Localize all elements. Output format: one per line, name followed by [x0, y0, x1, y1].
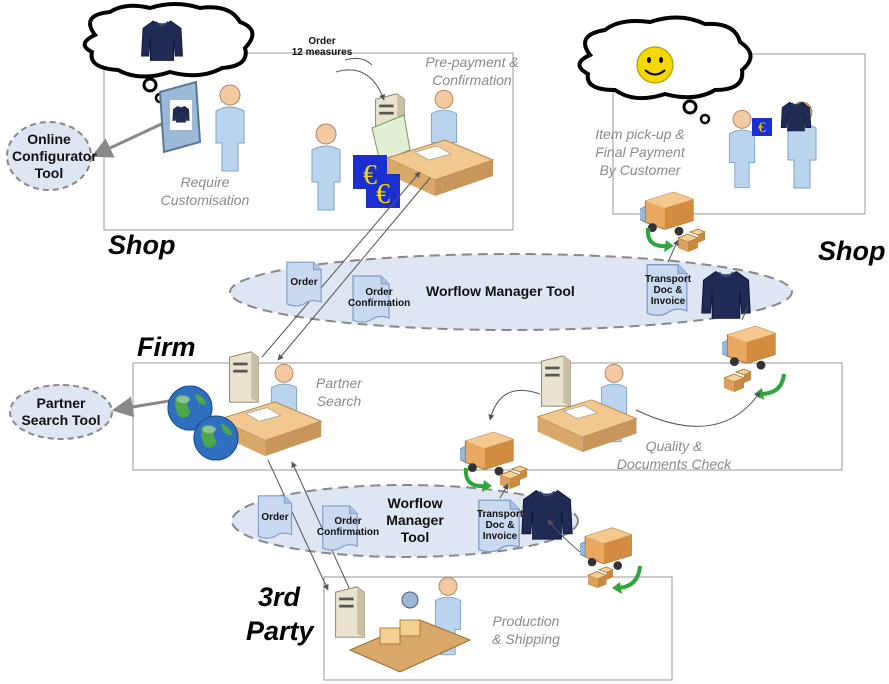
online-configurator-tool: Online Configurator Tool	[12, 131, 97, 182]
caption-require-line1: Require	[180, 174, 230, 190]
doc-order-bottom: Order	[261, 512, 289, 523]
lane-title-shop-left: Shop	[108, 230, 176, 260]
workflow-bottom-line3: Tool	[400, 529, 430, 545]
caption-pickup-line2: Final Payment	[595, 144, 685, 160]
doc-ocf-bottom-line2: Confirmation	[316, 527, 380, 538]
caption-partner-line2: Search	[316, 393, 362, 409]
online-configurator-line3: Tool	[34, 165, 64, 181]
doc-order-measures-line2: 12 measures	[291, 47, 353, 58]
doc-transport-bottom-line3: Invoice	[482, 531, 518, 542]
partner-search-tool-line1: Partner	[36, 395, 86, 411]
caption-production-line2: & Shipping	[492, 631, 560, 647]
caption-partner-line1: Partner	[316, 375, 362, 391]
caption-quality-line1: Quality &	[645, 438, 703, 454]
doc-ocf-top-line1: Order	[365, 287, 393, 298]
doc-ocf-bottom-line1: Order	[334, 516, 362, 527]
svg-text:€: €	[758, 120, 766, 136]
doc-transport-bottom: Transport Doc & Invoice	[470, 509, 530, 542]
caption-require: Require Customisation	[150, 173, 260, 209]
doc-transport-top-line2: Doc &	[653, 285, 683, 296]
doc-order-confirmation-top: Order Confirmation	[348, 287, 410, 309]
doc-transport-top: Transport Doc & Invoice	[638, 274, 698, 307]
caption-require-line2: Customisation	[160, 192, 250, 208]
svg-text:€: €	[376, 179, 390, 210]
caption-pickup-line3: By Customer	[599, 162, 681, 178]
doc-transport-bottom-line1: Transport	[476, 509, 524, 520]
caption-production-line1: Production	[492, 613, 560, 629]
lane-title-firm: Firm	[137, 332, 196, 362]
caption-prepayment-line2: Confirmation	[432, 72, 512, 88]
svg-text:€: €	[363, 160, 377, 191]
caption-quality-line2: Documents Check	[616, 456, 732, 472]
doc-order-confirmation-bottom: Order Confirmation	[316, 516, 380, 538]
doc-transport-top-line1: Transport	[644, 274, 692, 285]
online-configurator-line1: Online	[27, 131, 71, 147]
caption-partner-search: Partner Search	[302, 374, 376, 410]
caption-production: Production & Shipping	[476, 612, 576, 648]
doc-order-measures-line1: Order	[308, 36, 336, 47]
doc-transport-top-line3: Invoice	[650, 296, 686, 307]
lane-title-party: Party	[246, 616, 314, 646]
workflow-bottom-line1: Worflow	[387, 495, 443, 511]
caption-quality: Quality & Documents Check	[600, 437, 748, 473]
workflow-bottom-line2: Manager	[386, 512, 444, 528]
doc-order-top: Order	[290, 277, 318, 288]
lane-title-3rd: 3rd	[258, 582, 301, 612]
doc-order-measures: Order 12 measures	[282, 36, 362, 58]
caption-pickup-line1: Item pick-up &	[595, 126, 685, 142]
partner-search-tool: Partner Search Tool	[14, 395, 108, 429]
online-configurator-line2: Configurator	[12, 148, 97, 164]
workflow-manager-top-label: Worflow Manager Tool	[426, 283, 575, 299]
doc-transport-bottom-line2: Doc &	[485, 520, 515, 531]
caption-pickup: Item pick-up & Final Payment By Customer	[580, 125, 700, 179]
lane-title-shop-right: Shop	[818, 236, 886, 266]
caption-prepayment: Pre-payment & Confirmation	[412, 53, 532, 89]
caption-prepayment-line1: Pre-payment &	[425, 54, 519, 70]
doc-ocf-top-line2: Confirmation	[348, 298, 411, 309]
workflow-manager-bottom-label: Worflow Manager Tool	[376, 495, 454, 546]
partner-search-tool-line2: Search Tool	[21, 412, 101, 428]
